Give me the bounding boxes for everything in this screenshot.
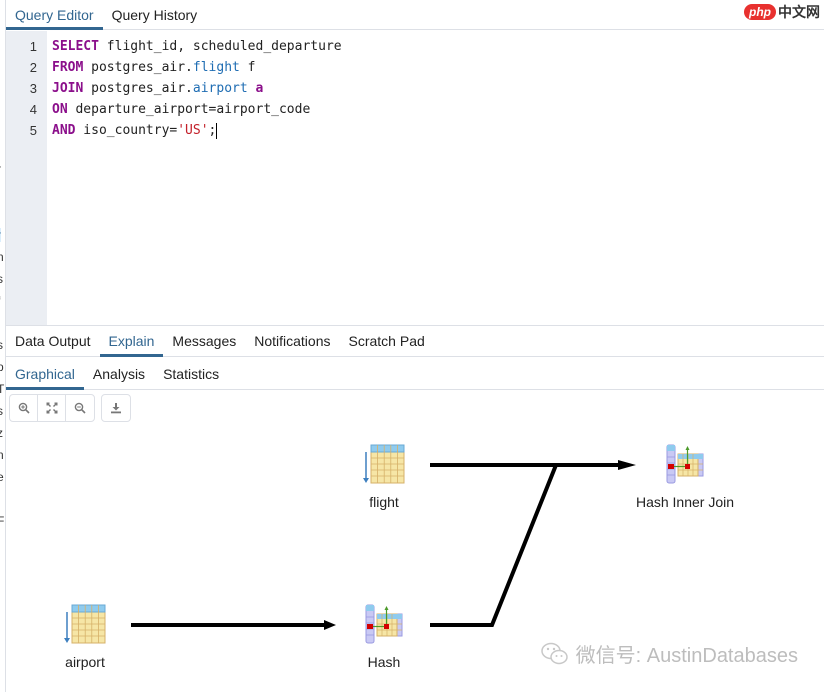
- sql-editor[interactable]: 1 2 3 4 5 SELECT flight_id, scheduled_de…: [6, 31, 824, 325]
- zoom-fit-icon: [46, 402, 57, 414]
- code-line: JOIN postgres_air.airport a: [52, 78, 824, 99]
- sql-keyword: AND: [52, 123, 76, 138]
- hash-icon: [365, 604, 403, 644]
- tab-data-output[interactable]: Data Output: [15, 333, 91, 349]
- sql-table-name: flight: [192, 60, 240, 75]
- tab-graphical[interactable]: Graphical: [6, 358, 84, 390]
- explain-toolbar: [9, 394, 131, 422]
- code-area[interactable]: SELECT flight_id, scheduled_departure FR…: [47, 31, 824, 325]
- plan-edges: [131, 460, 636, 630]
- line-number: 1: [29, 39, 37, 54]
- plan-node-label: airport: [65, 654, 105, 670]
- sql-keyword: ON: [52, 102, 68, 117]
- zoom-button-group: [9, 394, 95, 422]
- download-button-group: [101, 394, 131, 422]
- logo-cn: 中文网: [778, 4, 820, 20]
- wechat-watermark: 微信号: AustinDatabases: [540, 639, 798, 668]
- sql-text: f: [239, 60, 256, 75]
- result-tabs: Data Output Explain Messages Notificatio…: [6, 325, 824, 357]
- sql-keyword: FROM: [52, 60, 84, 75]
- tab-notifications[interactable]: Notifications: [254, 333, 331, 349]
- zoom-in-button[interactable]: [10, 395, 38, 421]
- text-cursor: [216, 122, 218, 139]
- explain-graph-canvas[interactable]: flight Hash Inner Join: [6, 424, 824, 692]
- zoom-out-button[interactable]: [66, 395, 94, 421]
- tab-query-history[interactable]: Query History: [111, 6, 198, 23]
- wechat-icon: [540, 642, 568, 664]
- sql-text: departure_airport=airport_code: [67, 102, 311, 117]
- browser-panel-clipped: r r n s f i s p T s z n e F: [0, 0, 6, 692]
- watermark-text: 微信号: AustinDatabases: [575, 645, 798, 667]
- sql-keyword: JOIN: [52, 81, 84, 96]
- sql-table-name: airport: [192, 81, 248, 96]
- hash-join-icon: [666, 444, 704, 484]
- sql-string: 'US': [177, 123, 209, 138]
- plan-node-hash[interactable]: Hash: [358, 604, 410, 670]
- plan-node-hash-inner-join[interactable]: Hash Inner Join: [623, 444, 747, 510]
- zoom-in-icon: [18, 402, 30, 414]
- line-number: 2: [29, 60, 37, 75]
- plan-node-flight[interactable]: flight: [358, 444, 410, 510]
- zoom-fit-button[interactable]: [38, 395, 66, 421]
- download-button[interactable]: [102, 395, 130, 421]
- sql-keyword: SELECT: [52, 39, 99, 54]
- sql-text: postgres_air.: [83, 81, 193, 96]
- tab-analysis[interactable]: Analysis: [92, 365, 146, 382]
- zoom-out-icon: [74, 402, 86, 414]
- php-cn-logo: php 中文网: [744, 2, 820, 22]
- line-number: 5: [29, 123, 37, 138]
- code-line: AND iso_country='US';: [52, 120, 824, 141]
- seq-scan-icon: [363, 444, 405, 484]
- tab-explain[interactable]: Explain: [99, 326, 164, 357]
- sql-text: flight_id, scheduled_departure: [98, 39, 342, 54]
- sql-text: postgres_air.: [83, 60, 193, 75]
- tab-query-editor[interactable]: Query Editor: [6, 0, 103, 30]
- plan-node-label: Hash Inner Join: [635, 494, 735, 510]
- line-number-gutter: 1 2 3 4 5: [6, 31, 47, 325]
- code-line: SELECT flight_id, scheduled_departure: [52, 36, 824, 57]
- code-line: FROM postgres_air.flight f: [52, 57, 824, 78]
- line-number: 4: [29, 102, 37, 117]
- sql-text: iso_country=: [75, 123, 178, 138]
- sql-text: [248, 81, 256, 96]
- code-line: ON departure_airport=airport_code: [52, 99, 824, 120]
- tab-messages[interactable]: Messages: [172, 333, 237, 349]
- plan-node-label: flight: [369, 494, 399, 510]
- sql-keyword: a: [255, 81, 264, 96]
- explain-tabs: Graphical Analysis Statistics: [6, 358, 824, 390]
- plan-node-airport[interactable]: airport: [54, 604, 116, 670]
- plan-node-label: Hash: [367, 654, 401, 670]
- tab-scratch-pad[interactable]: Scratch Pad: [348, 333, 425, 349]
- download-icon: [111, 403, 121, 414]
- query-tool-tabs: Query Editor Query History: [6, 0, 824, 30]
- seq-scan-icon: [64, 604, 106, 644]
- tab-statistics[interactable]: Statistics: [163, 365, 220, 382]
- logo-php: php: [744, 4, 776, 20]
- sql-text: ;: [208, 123, 217, 138]
- line-number: 3: [29, 81, 37, 96]
